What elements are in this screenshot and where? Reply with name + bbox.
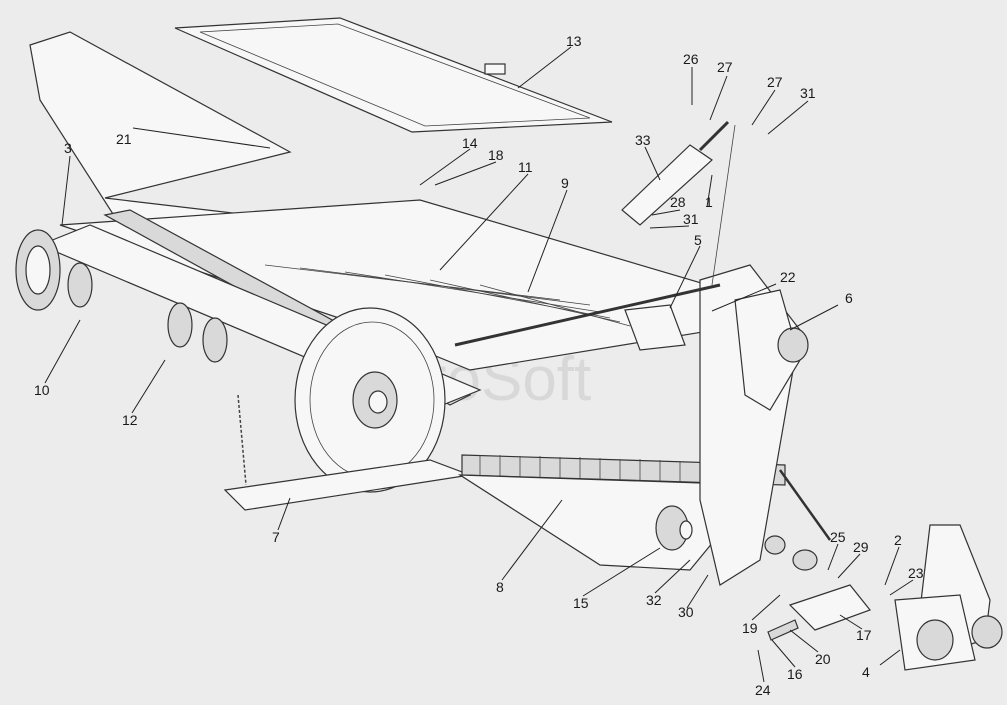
callout-30: 30 [678,604,694,620]
rod-roller-2 [764,535,786,555]
drive-pulley-axle [368,390,388,414]
gearbox-motor [916,619,954,661]
top-cover-inner [199,23,591,127]
bottom-plate [457,474,762,571]
callout-22: 22 [780,269,796,285]
bracket-cap [777,327,809,363]
callout-1: 1 [705,194,713,210]
callout-labels: 13 21 3 14 18 11 9 33 26 27 27 31 1 28 3… [34,33,924,698]
leader-lines [44,46,914,683]
callout-6: 6 [845,290,853,306]
cover-handle [484,63,506,75]
mount-plate [624,304,686,351]
callout-29: 29 [853,539,869,555]
shaft-sprocket-left [67,262,93,308]
hanging-chain [237,394,247,486]
callout-10: 10 [34,382,50,398]
callout-7: 7 [272,529,280,545]
small-spring [767,619,799,641]
callout-26: 26 [683,51,699,67]
shaft-sprocket-mid [167,302,193,348]
callout-9: 9 [561,175,569,191]
callout-31b: 31 [683,211,699,227]
callout-27b: 27 [767,74,783,90]
callout-3: 3 [64,140,72,156]
callout-32: 32 [646,592,662,608]
cylinder-rod [698,120,730,152]
callout-11: 11 [518,159,533,175]
callout-13: 13 [566,33,582,49]
rod-roller [792,549,818,571]
callout-15: 15 [573,595,589,611]
lower-rod [778,469,832,541]
drive-gear-hub [679,520,693,540]
callout-12: 12 [122,412,138,428]
callout-25: 25 [830,529,846,545]
callout-27a: 27 [717,59,733,75]
callout-5: 5 [694,232,702,248]
callout-8: 8 [496,579,504,595]
callout-14: 14 [462,135,478,151]
callout-28: 28 [670,194,686,210]
callout-2: 2 [894,532,902,548]
callout-23: 23 [908,565,924,581]
top-cover [174,17,613,133]
cable [711,124,736,286]
callout-31a: 31 [800,85,816,101]
shaft-sprocket-right [202,317,228,363]
callout-20: 20 [815,651,831,667]
callout-21: 21 [116,131,132,147]
callout-19: 19 [742,620,758,636]
callout-16: 16 [787,666,803,682]
roller-end-face [25,245,51,295]
gearbox-output [971,615,1003,649]
callout-18: 18 [488,147,504,163]
callout-17: 17 [856,627,872,643]
callout-24: 24 [755,682,771,698]
hydraulic-cylinder [621,144,713,226]
callout-4: 4 [862,664,870,680]
platform-sheet [29,31,292,226]
cover-plate [788,584,871,631]
bracket-housing [734,289,801,411]
callout-33: 33 [635,132,651,148]
